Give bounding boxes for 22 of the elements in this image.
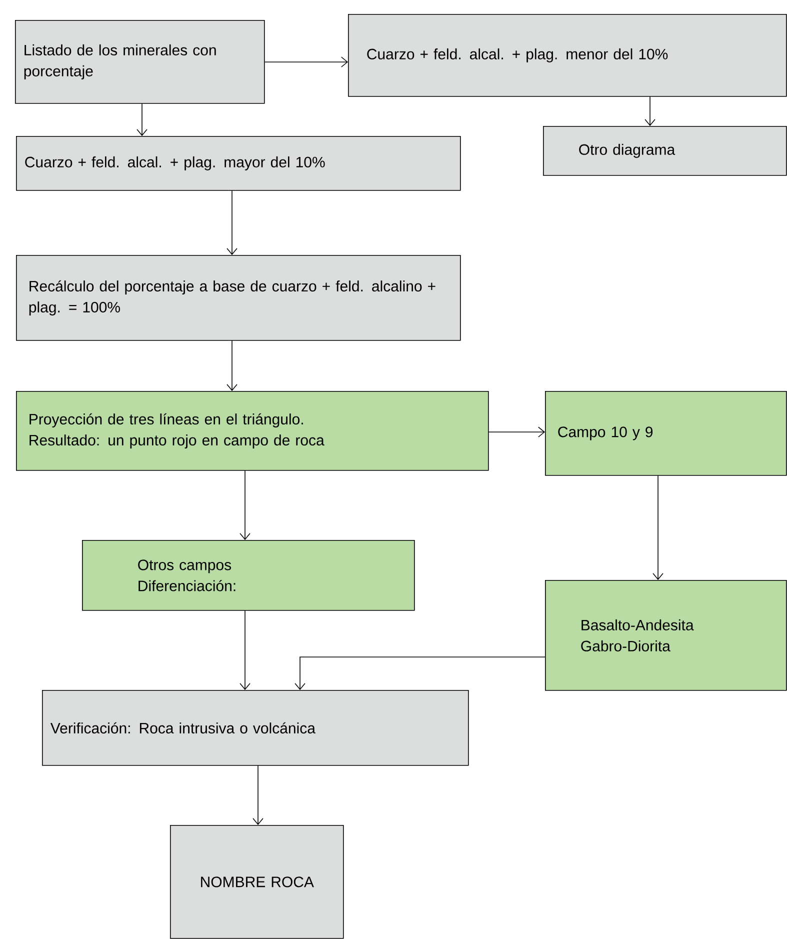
process-box: Otros campos Diferenciación: bbox=[82, 540, 415, 611]
process-box: Basalto-Andesita Gabro-Diorita bbox=[545, 580, 787, 691]
process-box: Recálculo del porcentaje a base de cuarzo + feld. alcalino + plag. = 100% bbox=[16, 255, 461, 341]
arrow bbox=[294, 656, 546, 690]
process-box: Verificación: Roca intrusiva o volcánica bbox=[42, 690, 469, 766]
arrow bbox=[226, 340, 238, 391]
arrow bbox=[252, 765, 264, 826]
process-box: Cuarzo + feld. alcal. + plag. menor del 10% bbox=[348, 14, 787, 97]
arrow bbox=[136, 103, 148, 136]
arrow bbox=[240, 470, 250, 540]
process-box: Listado de los minerales con porcentaje bbox=[15, 20, 265, 104]
arrow bbox=[644, 96, 656, 126]
arrow bbox=[652, 475, 664, 580]
process-box: Campo 10 y 9 bbox=[545, 391, 787, 476]
arrow bbox=[240, 610, 250, 690]
process-box: Cuarzo + feld. alcal. + plag. mayor del 10% bbox=[16, 136, 461, 191]
process-box: NOMBRE ROCA bbox=[170, 825, 344, 939]
process-box: Proyección de tres líneas en el triángulo. Resultado: un punto rojo en campo de roca bbox=[16, 391, 489, 471]
arrow bbox=[226, 190, 238, 255]
arrow bbox=[488, 426, 545, 438]
arrow bbox=[264, 56, 348, 68]
process-box: Otro diagrama bbox=[543, 126, 787, 176]
